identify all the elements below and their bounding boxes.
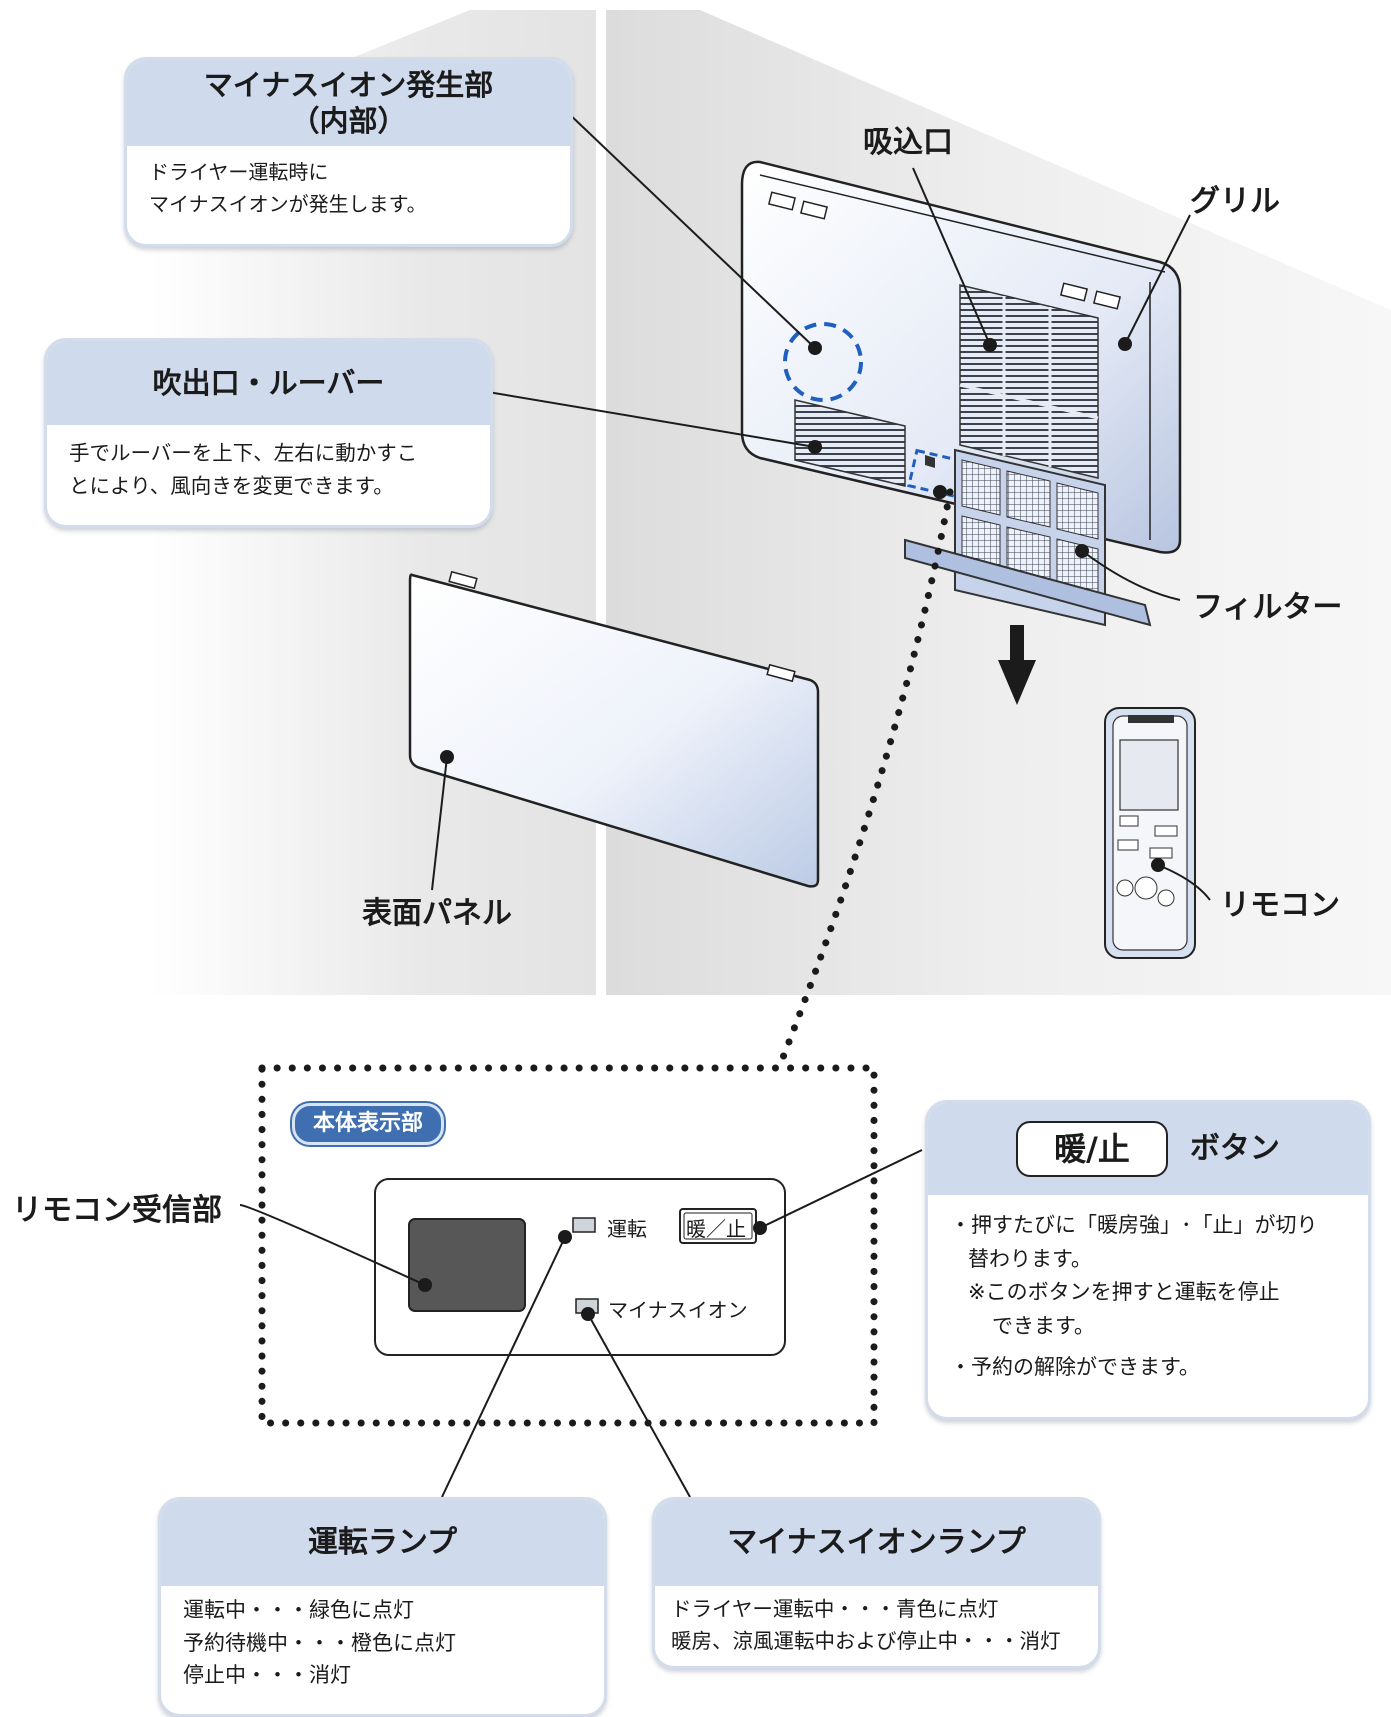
run-lamp-text-line3: 停止中・・・消灯 <box>183 1663 351 1688</box>
run-lamp-label: 運転 <box>607 1217 647 1241</box>
warm-stop-bullet2: ・予約の解除ができます。 <box>950 1355 1200 1380</box>
heater-unit <box>740 160 1182 554</box>
remote-label: リモコン <box>1220 888 1340 923</box>
leader-lines <box>239 109 1211 1498</box>
ion-lamp-label: マイナスイオン <box>608 1298 748 1322</box>
warm-stop-description: ・押すたびに「暖房強」･「止」が切り 替わります。 ※このボタンを押すと運転を停… <box>928 1195 1368 1395</box>
outlet-louver-card: 吹出口・ルーバー 手でルーバーを上下、左右に動かすこ とにより、風向きを変更でき… <box>44 338 493 528</box>
ion-generator-title-line2: （内部） <box>290 104 407 138</box>
outlet-louver-description: 手でルーバーを上下、左右に動かすこ とにより、風向きを変更できます。 <box>47 425 490 513</box>
run-lamp-description: 運転中・・・緑色に点灯 予約待機中・・・橙色に点灯 停止中・・・消灯 <box>161 1586 604 1702</box>
outlet-louver-title-text: 吹出口・ルーバー <box>152 365 385 400</box>
front-panel <box>408 570 820 888</box>
ion-generator-text-line2: マイナスイオンが発生します。 <box>149 192 427 216</box>
remote-control <box>1104 707 1196 959</box>
filter-label: フィルター <box>1193 590 1343 625</box>
ion-lamp-text-line1: ドライヤー運転中・・・青色に点灯 <box>671 1597 999 1621</box>
remote-receiver-label: リモコン受信部 <box>12 1193 222 1228</box>
outlet-louver-title: 吹出口・ルーバー <box>47 341 490 425</box>
warm-stop-note-line1: ※このボタンを押すと運転を停止 <box>968 1280 1280 1305</box>
intake-label: 吸込口 <box>863 125 953 160</box>
warm-stop-bullet1-line2: 替わります。 <box>968 1246 1092 1271</box>
display-section-badge: 本体表示部 <box>292 1103 445 1145</box>
front-panel-label: 表面パネル <box>362 896 512 931</box>
run-lamp-title-text: 運転ランプ <box>307 1525 458 1561</box>
warm-stop-note-line2: できます。 <box>992 1313 1095 1338</box>
ion-lamp-card: マイナスイオンランプ ドライヤー運転中・・・青色に点灯 暖房、涼風運転中および停… <box>652 1497 1101 1669</box>
outlet-louver <box>794 399 906 487</box>
ion-generator-card: マイナスイオン発生部 （内部） ドライヤー運転時に マイナスイオンが発生します。 <box>124 57 573 247</box>
outlet-louver-text-line1: 手でルーバーを上下、左右に動かすこ <box>69 441 418 465</box>
warm-stop-bullet1-line1: ・押すたびに「暖房強」･「止」が切り <box>950 1213 1318 1237</box>
ion-lamp-title-text: マイナスイオンランプ <box>727 1525 1026 1561</box>
run-lamp <box>572 1217 596 1233</box>
grille <box>959 284 1099 479</box>
ion-generator-description: ドライヤー運転時に マイナスイオンが発生します。 <box>127 146 570 230</box>
warm-stop-card: 暖/止 ボタン ・押すたびに「暖房強」･「止」が切り 替わります。 ※このボタン… <box>925 1100 1371 1420</box>
filter <box>904 448 1152 627</box>
remote-receiver <box>408 1218 526 1312</box>
warm-stop-title-suffix: ボタン <box>1189 1131 1280 1167</box>
ion-lamp-text-line2: 暖房、涼風運転中および停止中・・・消灯 <box>671 1628 1061 1653</box>
ion-generator-location <box>783 322 863 402</box>
run-lamp-card: 運転ランプ 運転中・・・緑色に点灯 予約待機中・・・橙色に点灯 停止中・・・消灯 <box>158 1497 607 1717</box>
run-lamp-text-line2: 予約待機中・・・橙色に点灯 <box>183 1630 456 1655</box>
ion-generator-title-line1: マイナスイオン発生部 <box>203 67 494 102</box>
outlet-louver-text-line2: とにより、風向きを変更できます。 <box>69 473 394 498</box>
ion-lamp-description: ドライヤー運転中・・・青色に点灯 暖房、涼風運転中および停止中・・・消灯 <box>655 1586 1098 1666</box>
leader-dots <box>418 337 1165 1321</box>
run-lamp-title: 運転ランプ <box>161 1500 604 1586</box>
grille-label: グリル <box>1190 184 1280 219</box>
warm-stop-title-button: 暖/止 <box>1016 1121 1168 1177</box>
down-arrow-icon <box>998 625 1036 705</box>
dotted-connector <box>776 488 954 1069</box>
ion-generator-title: マイナスイオン発生部 （内部） <box>127 60 570 146</box>
warm-stop-title: 暖/止 ボタン <box>928 1103 1368 1195</box>
ion-generator-text-line1: ドライヤー運転時に <box>149 160 329 184</box>
run-lamp-text-line1: 運転中・・・緑色に点灯 <box>183 1598 414 1622</box>
warm-stop-button[interactable]: 暖／止 <box>686 1217 746 1241</box>
ion-lamp-title: マイナスイオンランプ <box>655 1500 1098 1586</box>
